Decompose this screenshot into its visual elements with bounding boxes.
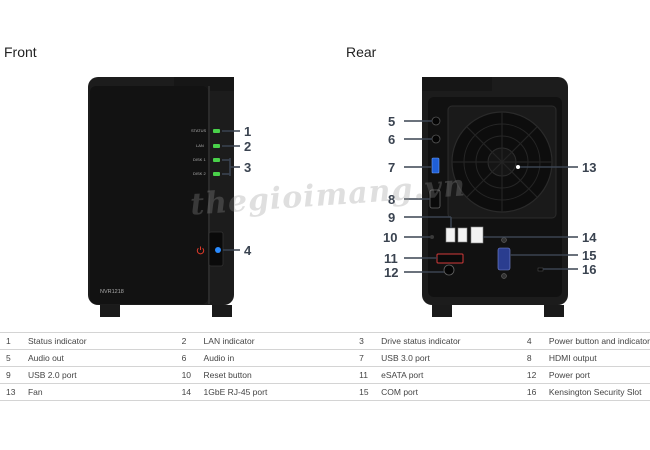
power-led xyxy=(215,247,221,253)
rear-callout-lines xyxy=(404,120,578,273)
legend-label: LAN indicator xyxy=(197,332,354,350)
rj45-port xyxy=(470,226,484,244)
indicator-label-status: STATUS xyxy=(191,128,207,133)
callout-3: 3 xyxy=(244,160,251,175)
legend-number: 16 xyxy=(520,383,543,401)
power-port xyxy=(443,264,455,276)
legend-table: 1 Status indicator 2 LAN indicator 3 Dri… xyxy=(0,332,650,401)
usb2-port-2 xyxy=(457,227,468,243)
indicator-label-lan: LAN xyxy=(196,143,204,148)
legend-row: 5 Audio out 6 Audio in 7 USB 3.0 port 8 … xyxy=(0,349,650,367)
callout-16: 16 xyxy=(582,262,596,277)
legend-label: USB 2.0 port xyxy=(21,366,176,384)
legend-row: 13 Fan 14 1GbE RJ-45 port 15 COM port 16… xyxy=(0,383,650,401)
audio-in-port xyxy=(431,134,441,144)
legend-number: 1 xyxy=(0,332,22,350)
callout-12: 12 xyxy=(384,265,398,280)
legend-label: USB 3.0 port xyxy=(375,349,521,367)
usb3-port xyxy=(431,157,440,174)
callout-4: 4 xyxy=(244,243,252,258)
legend-number: 12 xyxy=(520,366,543,384)
legend-label: Power button and indicator xyxy=(542,332,650,350)
front-foot-left xyxy=(100,305,120,317)
com-screw-top xyxy=(501,237,507,243)
rear-foot-left xyxy=(432,305,452,317)
kensington-slot xyxy=(537,267,544,272)
legend-row: 1 Status indicator 2 LAN indicator 3 Dri… xyxy=(0,332,650,350)
front-panel-face xyxy=(90,86,208,304)
legend-label: HDMI output xyxy=(542,349,650,367)
callout-1: 1 xyxy=(244,124,251,139)
rear-top-ridge xyxy=(422,77,492,91)
status-led xyxy=(213,129,220,133)
power-icon xyxy=(196,246,205,255)
callout-2: 2 xyxy=(244,139,251,154)
legend-row: 9 USB 2.0 port 10 Reset button 11 eSATA … xyxy=(0,366,650,384)
indicator-label-disk1: DISK 1 xyxy=(193,157,206,162)
model-label: NVR1218 xyxy=(100,289,124,295)
legend-number: 13 xyxy=(0,383,22,401)
legend-number: 2 xyxy=(175,332,198,350)
legend-label: Audio in xyxy=(197,349,354,367)
legend-number: 3 xyxy=(353,332,376,350)
legend-label: Fan xyxy=(21,383,176,401)
callout-10: 10 xyxy=(383,230,397,245)
callout-8: 8 xyxy=(388,192,395,207)
rear-heading: Rear xyxy=(346,44,377,60)
callout-5: 5 xyxy=(388,114,395,129)
front-foot-right xyxy=(212,305,232,317)
disk2-led xyxy=(213,172,220,176)
rear-foot-right xyxy=(544,305,564,317)
device-diagram: STATUS LAN DISK 1 DISK 2 NVR1218 1 2 3 4 xyxy=(88,77,597,317)
reset-button[interactable] xyxy=(430,235,434,239)
disk1-led xyxy=(213,158,220,162)
legend-number: 11 xyxy=(353,366,376,384)
legend-label: 1GbE RJ-45 port xyxy=(197,383,354,401)
legend-label: Reset button xyxy=(197,366,354,384)
com-screw-bottom xyxy=(501,273,507,279)
legend-label: Kensington Security Slot xyxy=(542,383,650,401)
fan xyxy=(447,105,557,219)
callout-9: 9 xyxy=(388,210,395,225)
esata-port xyxy=(436,253,464,264)
legend-number: 7 xyxy=(353,349,376,367)
fan-callout-dot xyxy=(516,165,520,169)
legend-label: Status indicator xyxy=(21,332,176,350)
callout-14: 14 xyxy=(582,230,597,245)
legend-number: 9 xyxy=(0,366,22,384)
callout-15: 15 xyxy=(582,248,596,263)
front-heading: Front xyxy=(4,44,37,60)
lan-led xyxy=(213,144,220,148)
legend-label: Power port xyxy=(542,366,650,384)
usb2-port-1 xyxy=(445,227,456,243)
callout-11: 11 xyxy=(384,251,398,266)
callout-7: 7 xyxy=(388,160,395,175)
legend-number: 5 xyxy=(0,349,22,367)
legend-number: 14 xyxy=(175,383,198,401)
front-unit: STATUS LAN DISK 1 DISK 2 NVR1218 1 2 3 4 xyxy=(88,77,252,317)
legend-label: COM port xyxy=(375,383,521,401)
legend-number: 15 xyxy=(353,383,376,401)
legend-label: Drive status indicator xyxy=(375,332,521,350)
legend-label: Audio out xyxy=(21,349,176,367)
legend-number: 6 xyxy=(175,349,198,367)
callout-13: 13 xyxy=(582,160,596,175)
front-callout-lines xyxy=(222,130,240,251)
audio-out-port xyxy=(431,116,441,126)
rear-unit: 5 6 7 8 9 10 11 12 13 14 15 16 xyxy=(383,77,597,317)
legend-number: 8 xyxy=(520,349,543,367)
legend-label: eSATA port xyxy=(375,366,521,384)
legend-number: 4 xyxy=(520,332,543,350)
com-port xyxy=(497,247,511,271)
indicator-label-disk2: DISK 2 xyxy=(193,171,206,176)
front-panel-edge xyxy=(208,86,210,304)
legend-number: 10 xyxy=(175,366,198,384)
callout-6: 6 xyxy=(388,132,395,147)
